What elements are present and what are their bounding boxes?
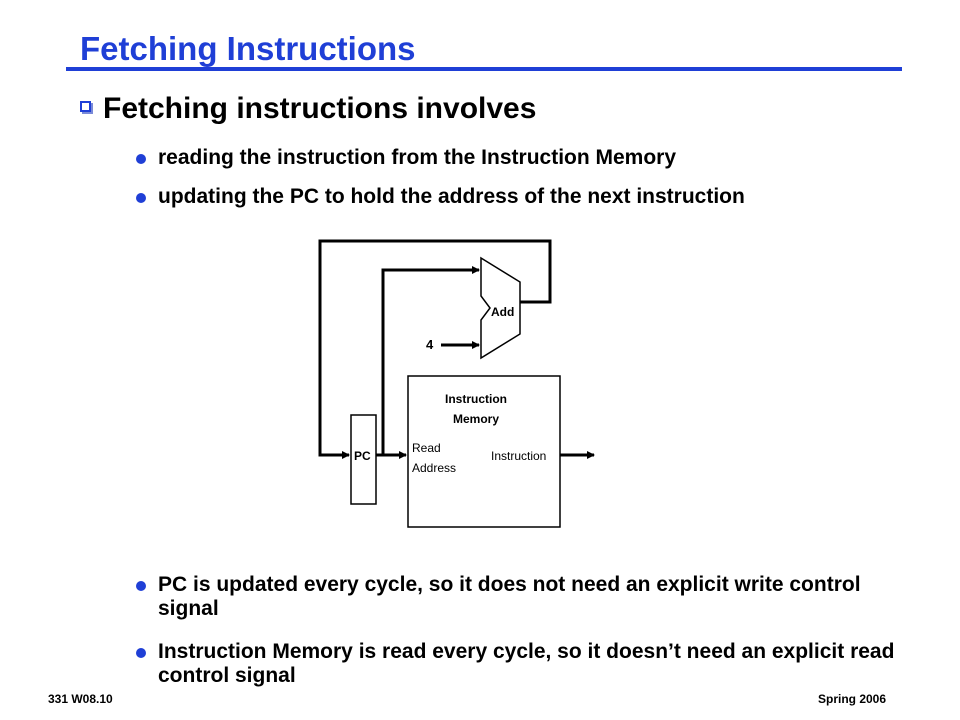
round-bullet-icon bbox=[136, 154, 146, 164]
round-bullet-icon bbox=[136, 648, 146, 658]
sub-bullet-4: Instruction Memory is read every cycle, … bbox=[136, 640, 908, 688]
instruction-output-label: Instruction bbox=[491, 449, 546, 463]
square-bullet-icon bbox=[80, 101, 91, 112]
sub-bullet-1: reading the instruction from the Instruc… bbox=[136, 146, 918, 170]
read-address-label-line2: Address bbox=[412, 461, 456, 475]
footer-course-label: 331 W08.10 bbox=[48, 692, 113, 706]
sub-bullet-text: PC is updated every cycle, so it does no… bbox=[158, 573, 861, 620]
round-bullet-icon bbox=[136, 581, 146, 591]
main-bullet-text: Fetching instructions involves bbox=[103, 92, 537, 125]
memory-title-line1: Instruction bbox=[445, 392, 507, 406]
main-bullet: Fetching instructions involves bbox=[80, 92, 536, 126]
memory-title-line2: Memory bbox=[453, 412, 499, 426]
sub-bullet-2: updating the PC to hold the address of t… bbox=[136, 185, 798, 209]
constant-four-label: 4 bbox=[426, 337, 434, 352]
adder-unit bbox=[480, 256, 521, 360]
title-underline bbox=[66, 67, 902, 71]
adder-label: Add bbox=[491, 305, 514, 319]
read-address-label-line1: Read bbox=[412, 441, 441, 455]
pc-register bbox=[350, 414, 377, 505]
pc-label: PC bbox=[354, 449, 371, 463]
slide-title: Fetching Instructions bbox=[80, 30, 416, 67]
sub-bullet-text: updating the PC to hold the address of t… bbox=[158, 185, 745, 208]
footer-term-label: Spring 2006 bbox=[818, 692, 887, 706]
sub-bullet-3: PC is updated every cycle, so it does no… bbox=[136, 573, 898, 621]
sub-bullet-text: Instruction Memory is read every cycle, … bbox=[158, 640, 895, 687]
adder-output-wire bbox=[318, 239, 552, 459]
round-bullet-icon bbox=[136, 193, 146, 203]
sub-bullet-text: reading the instruction from the Instruc… bbox=[158, 146, 677, 169]
instruction-memory-block bbox=[407, 375, 561, 528]
